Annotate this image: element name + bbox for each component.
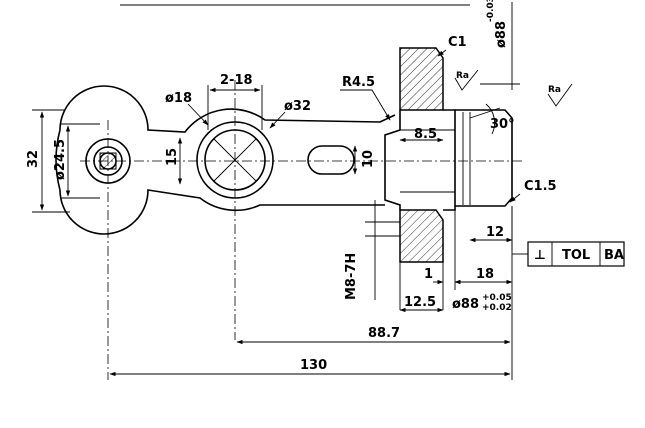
svg-text:Ra: Ra xyxy=(456,71,469,81)
dim-130-label: 130 xyxy=(300,358,327,373)
svg-text:⊥: ⊥ xyxy=(534,248,546,263)
roughness-symbol-1: Ra xyxy=(454,69,479,91)
dim-12-5-label: 12.5 xyxy=(404,295,436,310)
tolerance-frame: ⊥ TOL BA xyxy=(512,241,625,267)
svg-text:BA: BA xyxy=(604,248,624,263)
dim-10-label: 10 xyxy=(361,150,376,168)
dim-88-7-label: 88.7 xyxy=(368,326,400,341)
dim-12-label: 12 xyxy=(486,225,504,240)
dim-18-label: 18 xyxy=(476,267,494,282)
svg-text:TOL: TOL xyxy=(562,248,590,263)
radius-label: R4.5 xyxy=(342,75,375,90)
roughness-symbol-2: Ra xyxy=(547,83,573,107)
dim-8-5-label: 8.5 xyxy=(414,127,437,142)
dim-32-dia-label: ø32 xyxy=(284,99,311,114)
dia-88-bottom-label: ø88 xyxy=(452,297,479,312)
flange-section xyxy=(384,47,513,263)
dim-1-label: 1 xyxy=(424,267,433,282)
top-dia-tol: -0.03 xyxy=(486,0,496,22)
dim-32-label: 32 xyxy=(26,150,41,168)
svg-text:Ra: Ra xyxy=(548,85,561,95)
angle-label: 30° xyxy=(490,117,515,132)
dim-15-label: 15 xyxy=(165,148,180,166)
dim-2-18-label: 2-18 xyxy=(220,73,253,88)
arm-body xyxy=(55,85,396,235)
dim-18-dia-label: ø18 xyxy=(165,91,192,106)
chamfer-bottom-label: C1.5 xyxy=(524,179,557,194)
tol-upper: +0.05 xyxy=(482,293,512,303)
dim-24-5-label: ø24.5 xyxy=(53,139,68,180)
chamfer-top-label: C1 xyxy=(448,35,467,50)
top-dia-label: ø88 xyxy=(494,21,509,48)
tol-lower: +0.02 xyxy=(482,303,512,313)
slot xyxy=(307,145,355,175)
thread-label: M8-7H xyxy=(344,253,359,300)
